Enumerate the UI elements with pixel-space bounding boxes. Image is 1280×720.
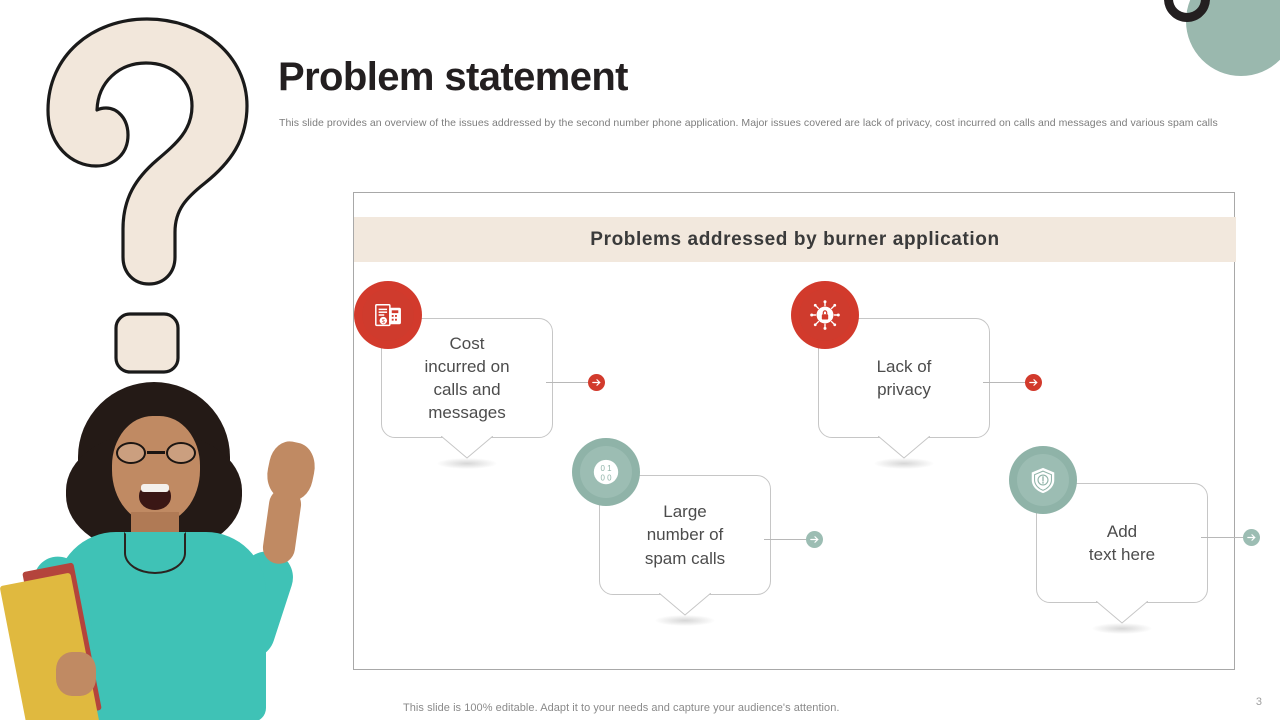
svg-text:0 0: 0 0 [600,473,612,482]
callout-label: Large number of spam calls [644,502,726,568]
callout-shadow [874,458,934,469]
callout-cost-incurred[interactable]: $ Cost incurred on calls and messages [354,281,605,469]
page-subtitle: This slide provides an overview of the i… [279,117,1218,129]
callout-label: Cost incurred on calls and messages [424,333,510,423]
callout-connector [764,531,823,548]
svg-text:$: $ [382,319,386,325]
padlock-security-network-icon [791,281,859,349]
callout-shadow [1092,623,1152,634]
shield-alert-icon [1009,446,1077,514]
surprised-woman-with-folders-photo [0,380,330,720]
connector-dot-arrow-right-icon[interactable] [806,531,823,548]
callout-connector [1201,529,1260,546]
footer-note: This slide is 100% editable. Adapt it to… [403,702,840,714]
connector-dot-arrow-right-icon[interactable] [588,374,605,391]
connector-line [1201,537,1243,538]
page-title: Problem statement [278,55,629,99]
callout-tail [659,593,711,616]
photo-necklace [124,532,186,574]
callout-spam-calls[interactable]: 0 1 0 0 Large number of spam calls [572,438,823,626]
question-mark-decor [40,14,255,374]
callout-bubble[interactable]: $ Cost incurred on calls and messages [354,281,553,469]
photo-left-hand [56,652,96,696]
page-number: 3 [1255,696,1262,708]
callout-add-text-here[interactable]: Add text here [1009,446,1260,634]
callout-shadow [437,458,497,469]
connector-line [983,382,1025,383]
callout-label: Add text here [1088,521,1156,564]
svg-text:0 1: 0 1 [600,464,612,473]
connector-dot-arrow-right-icon[interactable] [1025,374,1042,391]
photo-teeth [141,484,169,492]
callout-tail [441,436,493,459]
callout-bubble[interactable]: Lack of privacy [791,281,990,469]
callout-connector [546,374,605,391]
panel-banner-title: Problems addressed by burner application [590,228,1000,250]
callout-lack-of-privacy[interactable]: Lack of privacy [791,281,1042,469]
callout-shadow [655,615,715,626]
callout-tail [1096,601,1148,624]
connector-dot-arrow-right-icon[interactable] [1243,529,1260,546]
connector-line [764,539,806,540]
callout-label: Lack of privacy [876,356,932,399]
binary-code-icon: 0 1 0 0 [572,438,640,506]
photo-glasses [114,442,198,464]
callout-connector [983,374,1042,391]
callout-bubble[interactable]: Add text here [1009,446,1208,634]
invoice-dollar-calculator-icon: $ [354,281,422,349]
callout-bubble[interactable]: 0 1 0 0 Large number of spam calls [572,438,771,626]
content-frame: Problems addressed by burner application… [353,192,1260,670]
connector-line [546,382,588,383]
panel-banner: Problems addressed by burner application [354,217,1236,262]
callout-tail [878,436,930,459]
